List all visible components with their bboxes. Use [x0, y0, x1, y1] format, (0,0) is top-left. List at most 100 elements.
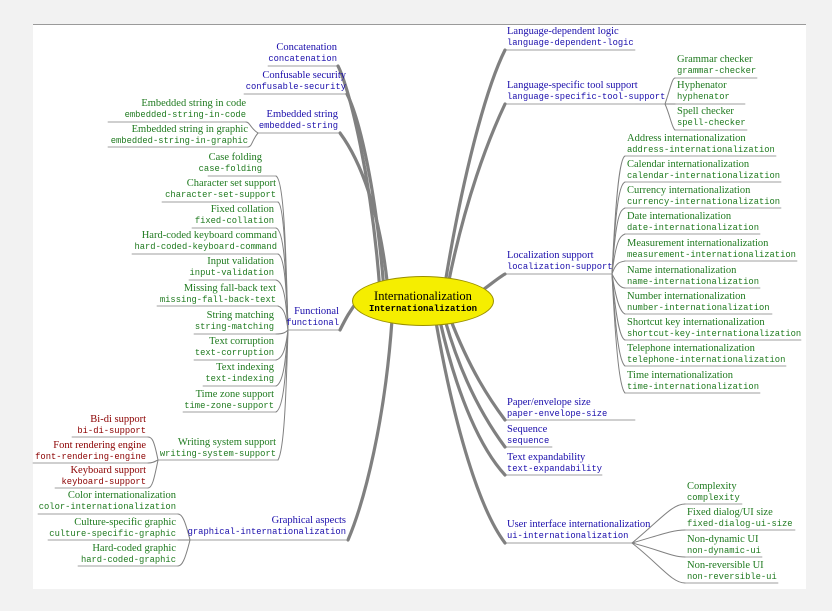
node-title: Localization support: [507, 250, 594, 261]
node-title: Text indexing: [216, 362, 274, 373]
node-code: functional: [286, 318, 339, 328]
branch-string-match: [275, 329, 289, 335]
node-code: graphical-internationalization: [187, 527, 346, 537]
top-border-line: [33, 24, 806, 25]
branch-graphical: [346, 318, 394, 542]
node-code: spell-checker: [677, 118, 746, 128]
node-code: concatenation: [268, 54, 337, 64]
branch-spell: [664, 103, 676, 131]
branch-color-i18n: [177, 513, 191, 541]
branch-complexity: [631, 503, 686, 544]
branch-kb-support: [147, 459, 159, 489]
node-code: culture-specific-graphic: [49, 529, 176, 539]
node-code: text-indexing: [205, 374, 274, 384]
node-code: date-internationalization: [627, 223, 759, 233]
node-title: Input validation: [207, 256, 274, 267]
node-title: Non-dynamic UI: [687, 534, 759, 545]
node-code: measurement-internationalization: [627, 250, 796, 260]
node-code: missing-fall-back-text: [159, 295, 276, 305]
node-title: Embedded string in code: [141, 98, 246, 109]
node-title: Color internationalization: [67, 490, 176, 501]
node-title: Sequence: [507, 424, 548, 435]
node-code: keyboard-support: [61, 477, 146, 487]
node-title: Telephone internationalization: [627, 343, 755, 354]
node-code: non-dynamic-ui: [687, 546, 761, 556]
node-title: Embedded string: [266, 109, 338, 120]
branch-emb-graphic: [247, 132, 259, 148]
branch-date: [611, 233, 626, 275]
node-code: embedded-string-in-code: [124, 110, 246, 120]
node-title: Bi-di support: [90, 414, 146, 425]
node-title: Text corruption: [209, 336, 274, 347]
node-title: Text expandability: [507, 452, 586, 463]
branch-addr: [611, 155, 626, 275]
node-title: Embedded string in graphic: [131, 124, 248, 135]
node-code: text-expandability: [507, 464, 603, 474]
node-title: String matching: [206, 310, 274, 321]
node-code: telephone-internationalization: [627, 355, 786, 365]
node-title: Spell checker: [677, 106, 734, 117]
node-title: Date internationalization: [627, 211, 732, 222]
branch-embedded: [338, 131, 390, 292]
node-title: Time zone support: [195, 389, 274, 400]
node-code: sequence: [507, 436, 550, 446]
node-title: Graphical aspects: [271, 515, 346, 526]
node-code: case-folding: [198, 164, 262, 174]
node-title: Fixed collation: [210, 204, 274, 215]
node-title: Language-specific tool support: [507, 80, 638, 91]
branch-lang-logic: [443, 48, 507, 286]
node-title: User interface internationalization: [507, 519, 651, 530]
node-code: non-reversible-ui: [687, 572, 777, 582]
branch-nondyn: [631, 542, 686, 558]
center-node-code: Internationalization: [368, 303, 478, 314]
node-title: Calendar internationalization: [627, 159, 750, 170]
node-code: name-internationalization: [627, 277, 759, 287]
node-code: color-internationalization: [38, 502, 176, 512]
branch-text-exp: [438, 319, 507, 477]
node-code: complexity: [687, 493, 740, 503]
node-code: confusable-security: [245, 82, 346, 92]
node-code: time-zone-support: [184, 401, 274, 411]
branch-writing: [277, 329, 289, 461]
node-title: Paper/envelope size: [507, 397, 591, 408]
branch-concatenation: [336, 64, 382, 294]
node-title: Character set support: [186, 178, 276, 189]
node-code: language-specific-tool-support: [507, 92, 666, 102]
node-title: Functional: [294, 306, 339, 317]
node-title: Grammar checker: [677, 54, 753, 65]
node-code: address-internationalization: [627, 145, 775, 155]
node-title: Non-reversible UI: [687, 560, 764, 571]
node-code: shortcut-key-internationalization: [627, 329, 802, 339]
node-code: ui-internationalization: [507, 531, 629, 541]
branch-bidi: [147, 436, 159, 461]
branch-time: [611, 273, 626, 394]
node-title: Concatenation: [276, 42, 337, 53]
node-code: calendar-internationalization: [627, 171, 781, 181]
node-title: Name internationalization: [627, 265, 737, 276]
